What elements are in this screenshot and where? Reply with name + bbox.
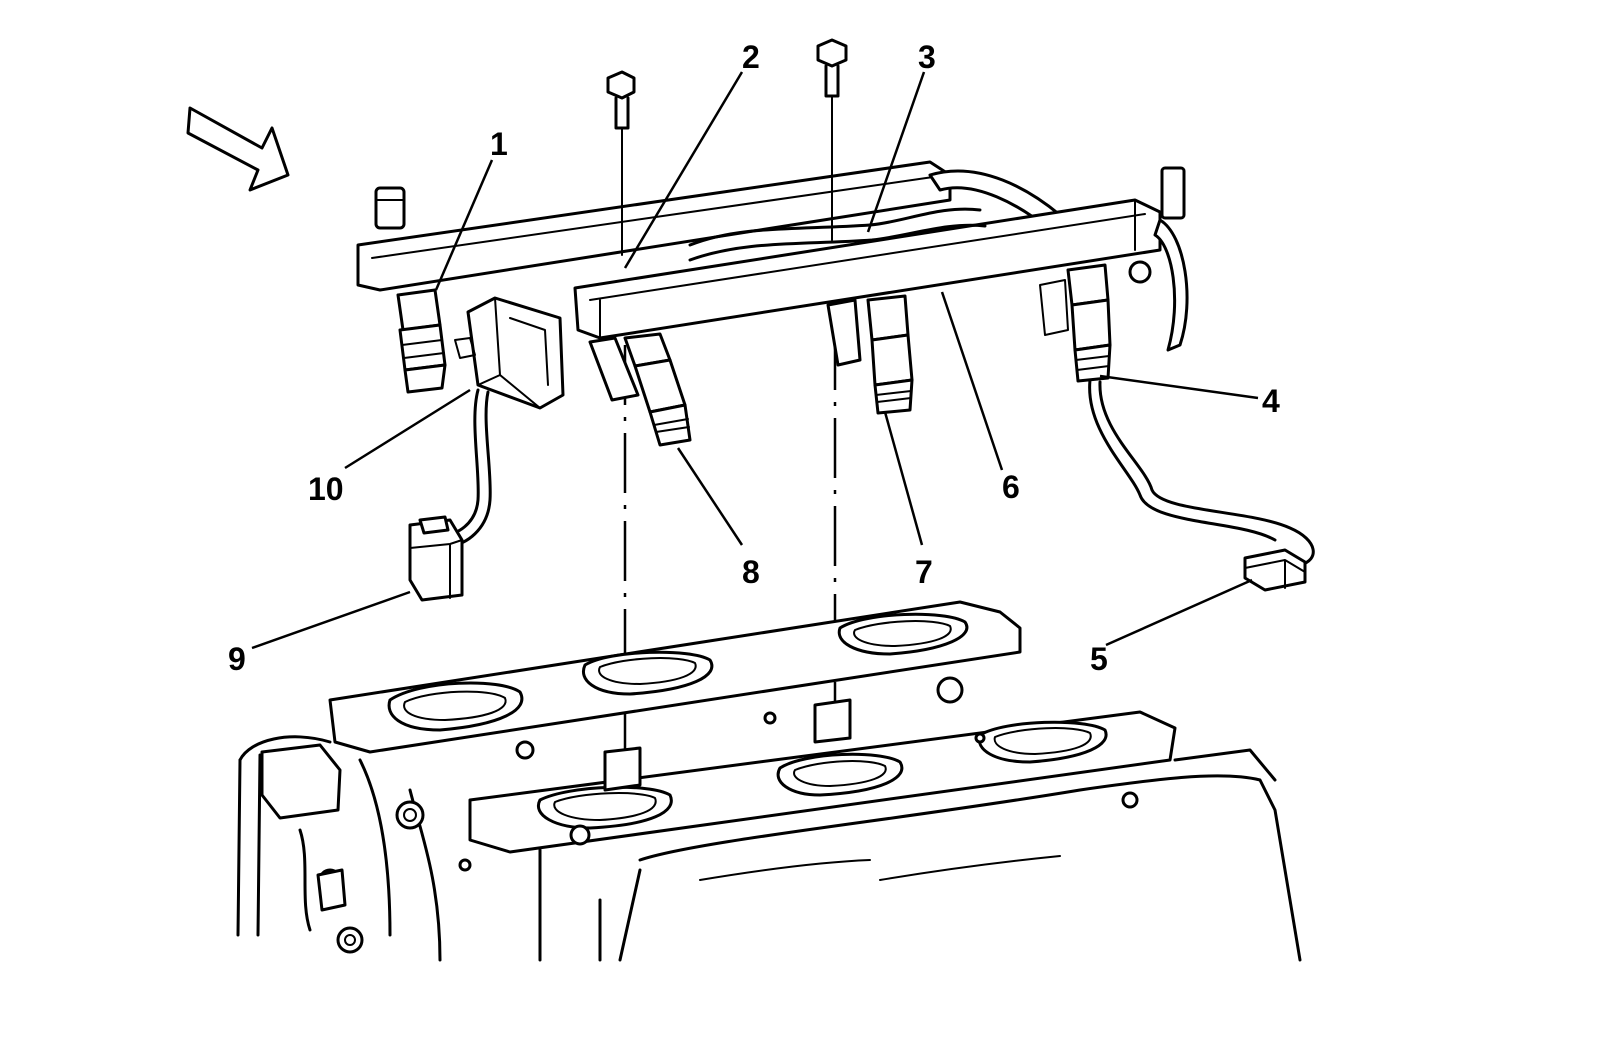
callout-4: 4 [1262, 383, 1280, 419]
callout-1: 1 [490, 126, 508, 162]
injector-harness-connector-rear [454, 296, 565, 410]
callout-9: 9 [228, 641, 246, 677]
front-fuel-rail [573, 166, 1189, 352]
fuel-injector-front-left [588, 332, 692, 447]
fuel-rail-bolt-right [816, 38, 848, 241]
callout-6: 6 [1002, 469, 1020, 505]
fuel-rail-bolt-left [606, 70, 636, 256]
fuel-injector-front-right [1039, 263, 1112, 383]
harness-wire-left [443, 388, 480, 537]
fuel-injector-front-center [826, 294, 914, 415]
harness-connector-right [1243, 548, 1307, 592]
callout-5: 5 [1090, 641, 1108, 677]
callout-8: 8 [742, 554, 760, 590]
callout-leaders [251, 71, 1259, 650]
callout-3: 3 [918, 39, 936, 75]
callout-2: 2 [742, 39, 760, 75]
harness-wire-right [1088, 378, 1277, 542]
callout-7: 7 [915, 554, 933, 590]
fuel-injector-rear-left [396, 288, 447, 394]
callout-10: 10 [308, 471, 344, 507]
intake-manifold [236, 600, 1302, 962]
view-direction-arrow-icon [186, 106, 290, 192]
harness-connector-left [408, 515, 464, 602]
